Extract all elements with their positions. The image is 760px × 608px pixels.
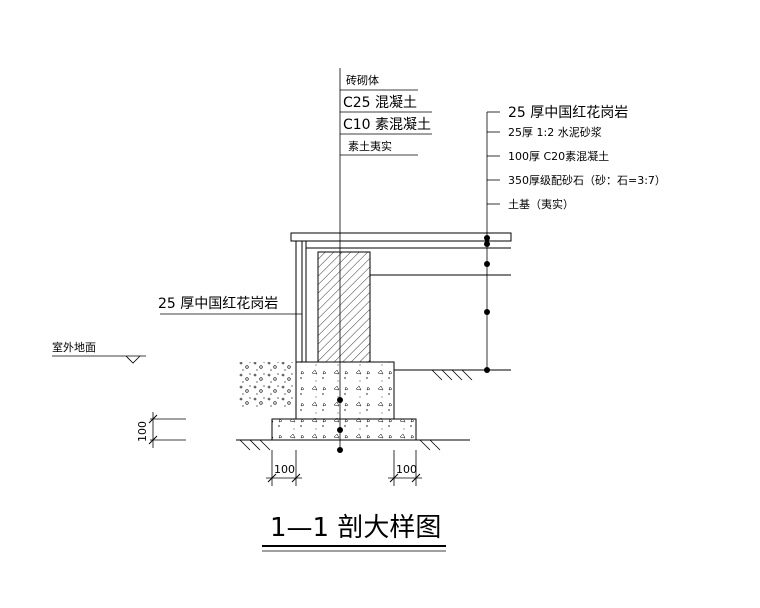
dim-v-tick-bottom xyxy=(148,435,158,445)
ground-hatch-right xyxy=(431,369,473,381)
masonry-wall-hatched xyxy=(317,251,371,363)
callout-mortar: 25厚 1:2 水泥砂浆 xyxy=(508,125,602,139)
left-dot-3 xyxy=(337,447,343,453)
callout-c10-concrete: C10 素混凝土 xyxy=(343,117,431,133)
dim-b1-tick-right xyxy=(291,473,301,483)
c25-footing xyxy=(295,361,395,420)
dim-v-tick-top xyxy=(148,414,158,424)
dim-b2-tick-left xyxy=(389,473,399,483)
callout-granite-top: 25 厚中国红花岗岩 xyxy=(508,105,628,121)
callout-compacted-soil: 素土夷实 xyxy=(348,139,392,153)
dim-bottom-right-100: 100 xyxy=(396,463,417,476)
leader-dot-3 xyxy=(484,309,490,315)
left-dot-2 xyxy=(337,427,343,433)
callout-c25-concrete: C25 混凝土 xyxy=(343,95,417,111)
gravel-backfill xyxy=(238,362,296,408)
leader-dot-2 xyxy=(484,261,490,267)
outdoor-ground-marker xyxy=(125,355,141,364)
dim-b1-tick-left xyxy=(267,473,277,483)
left-dot-1 xyxy=(337,397,343,403)
c10-base xyxy=(271,418,417,441)
callout-subgrade: 土基（夷实） xyxy=(508,197,574,211)
dim-vertical-100: 100 xyxy=(136,421,149,442)
callout-c20-concrete: 100厚 C20素混凝土 xyxy=(508,149,609,163)
dim-b2-tick-right xyxy=(411,473,421,483)
side-label-granite: 25 厚中国红花岗岩 xyxy=(158,296,278,312)
dim-bottom-left-100: 100 xyxy=(274,463,295,476)
ground-hatch-bottom xyxy=(239,439,441,451)
callout-graded-gravel: 350厚级配砂石（砂：石=3:7） xyxy=(508,174,666,187)
leader-dot-1 xyxy=(484,241,490,247)
granite-cap-slab xyxy=(290,232,512,242)
leader-dot-0 xyxy=(484,235,490,241)
drawing-title: 1—1 剖大样图 xyxy=(270,513,441,543)
outdoor-ground-label: 室外地面 xyxy=(52,340,96,354)
callout-masonry: 砖砌体 xyxy=(346,73,379,87)
